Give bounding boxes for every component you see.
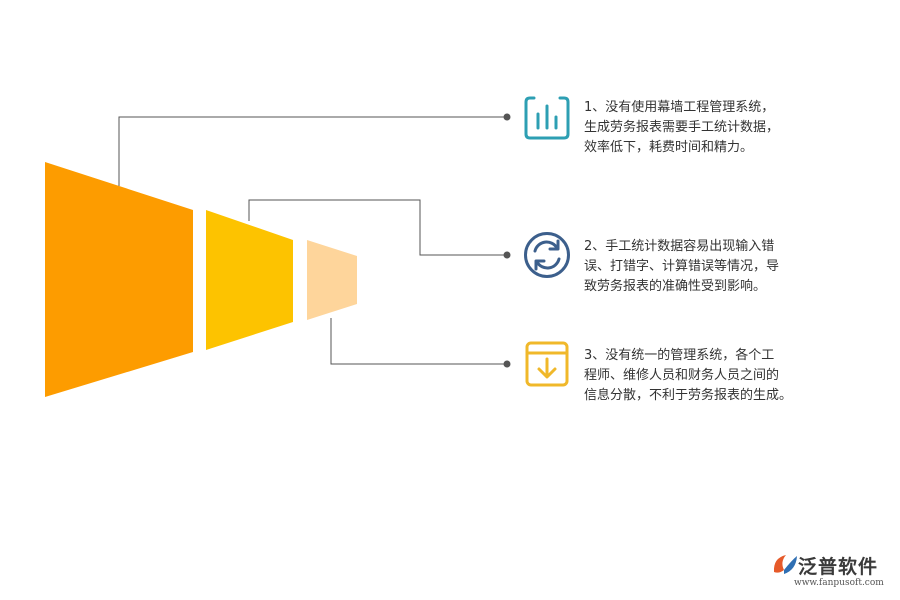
download-box-icon: [525, 341, 569, 387]
item-text-3: 3、没有统一的管理系统，各个工 程师、维修人员和财务人员之间的 信息分散，不利于…: [584, 348, 793, 403]
connector-dot-3: [503, 360, 511, 368]
item-text-1: 1、没有使用幕墙工程管理系统， 生成劳务报表需要手工统计数据， 效率低下，耗费时…: [584, 100, 780, 155]
bar-chart-icon: [524, 96, 570, 140]
connector-line-3: [330, 318, 507, 365]
funnel-stage-3: [307, 240, 357, 320]
logo-name: 泛普软件: [798, 556, 879, 578]
funnel-stage-1: [45, 162, 193, 397]
connector-dot-1: [503, 113, 511, 121]
connector-line-2: [248, 199, 507, 256]
logo-mark-icon: [773, 555, 797, 574]
brand-logo: 泛普软件 www.fanpusoft.com: [770, 550, 895, 596]
item-text-2: 2、手工统计数据容易出现输入错 误、打错字、计算错误等情况，导 致劳务报表的准确…: [584, 239, 780, 294]
refresh-icon: [524, 232, 570, 278]
logo-url: www.fanpusoft.com: [794, 578, 884, 588]
funnel-stage-2: [206, 210, 293, 350]
connector-dot-2: [503, 251, 511, 259]
connector-line-1: [118, 116, 507, 186]
